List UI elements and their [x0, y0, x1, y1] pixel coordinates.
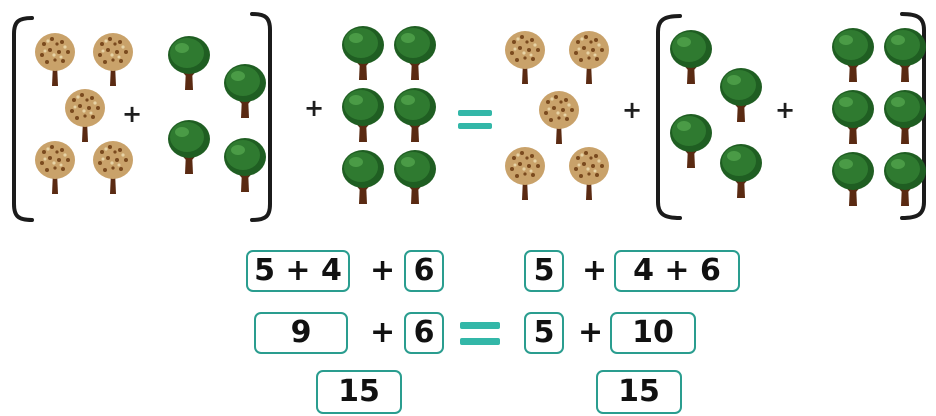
flowering-tree-icon [566, 144, 612, 202]
green-tree-icon [882, 150, 928, 208]
picture-plus-1: + [122, 102, 142, 126]
green-tree-icon [166, 34, 212, 92]
green-tree-icon [668, 28, 714, 86]
green-tree-icon [166, 118, 212, 176]
flowering-tree-icon [32, 138, 78, 196]
flowering-tree-icon [32, 30, 78, 88]
box-six-row2: 6 [404, 312, 444, 354]
green-tree-icon [830, 150, 876, 208]
equals-sign [460, 322, 500, 346]
green-tree-icon [882, 26, 928, 84]
green-tree-icon [340, 148, 386, 206]
green-tree-icon [882, 88, 928, 146]
flowering-tree-icon [90, 138, 136, 196]
box-five-row2: 5 [524, 312, 564, 354]
picture-equals-sign [458, 110, 492, 132]
box-four-plus-six: 4 + 6 [614, 250, 740, 292]
row2-right-plus: + [578, 318, 603, 348]
numeric-equation: 5 + 4 + 6 5 + 4 + 6 9 + 6 5 + 10 15 15 [0, 240, 936, 416]
green-tree-icon [830, 26, 876, 84]
box-six-row1: 6 [404, 250, 444, 292]
flowering-tree-icon [62, 86, 108, 144]
picture-plus-3: + [622, 98, 642, 122]
box-nine: 9 [254, 312, 348, 354]
green-tree-icon [392, 148, 438, 206]
green-tree-icon [718, 142, 764, 200]
box-fifteen-left: 15 [316, 370, 402, 414]
box-fifteen-right: 15 [596, 370, 682, 414]
row2-left-plus: + [370, 318, 395, 348]
row1-left-plus: + [370, 256, 395, 286]
box-five-row1: 5 [524, 250, 564, 292]
green-tree-icon [222, 62, 268, 120]
flowering-tree-icon [90, 30, 136, 88]
flowering-tree-icon [566, 28, 612, 86]
green-tree-icon [830, 88, 876, 146]
box-five-plus-four: 5 + 4 [246, 250, 350, 292]
green-tree-icon [718, 66, 764, 124]
green-tree-icon [392, 86, 438, 144]
box-ten: 10 [610, 312, 696, 354]
green-tree-icon [222, 136, 268, 194]
row1-right-plus: + [582, 256, 607, 286]
flowering-tree-icon [502, 28, 548, 86]
green-tree-icon [340, 86, 386, 144]
green-tree-icon [392, 24, 438, 82]
green-tree-icon [668, 112, 714, 170]
picture-equation: + + + + [0, 0, 936, 230]
flowering-tree-icon [502, 144, 548, 202]
picture-plus-4: + [775, 98, 795, 122]
green-tree-icon [340, 24, 386, 82]
picture-plus-2: + [304, 96, 324, 120]
flowering-tree-icon [536, 88, 582, 146]
